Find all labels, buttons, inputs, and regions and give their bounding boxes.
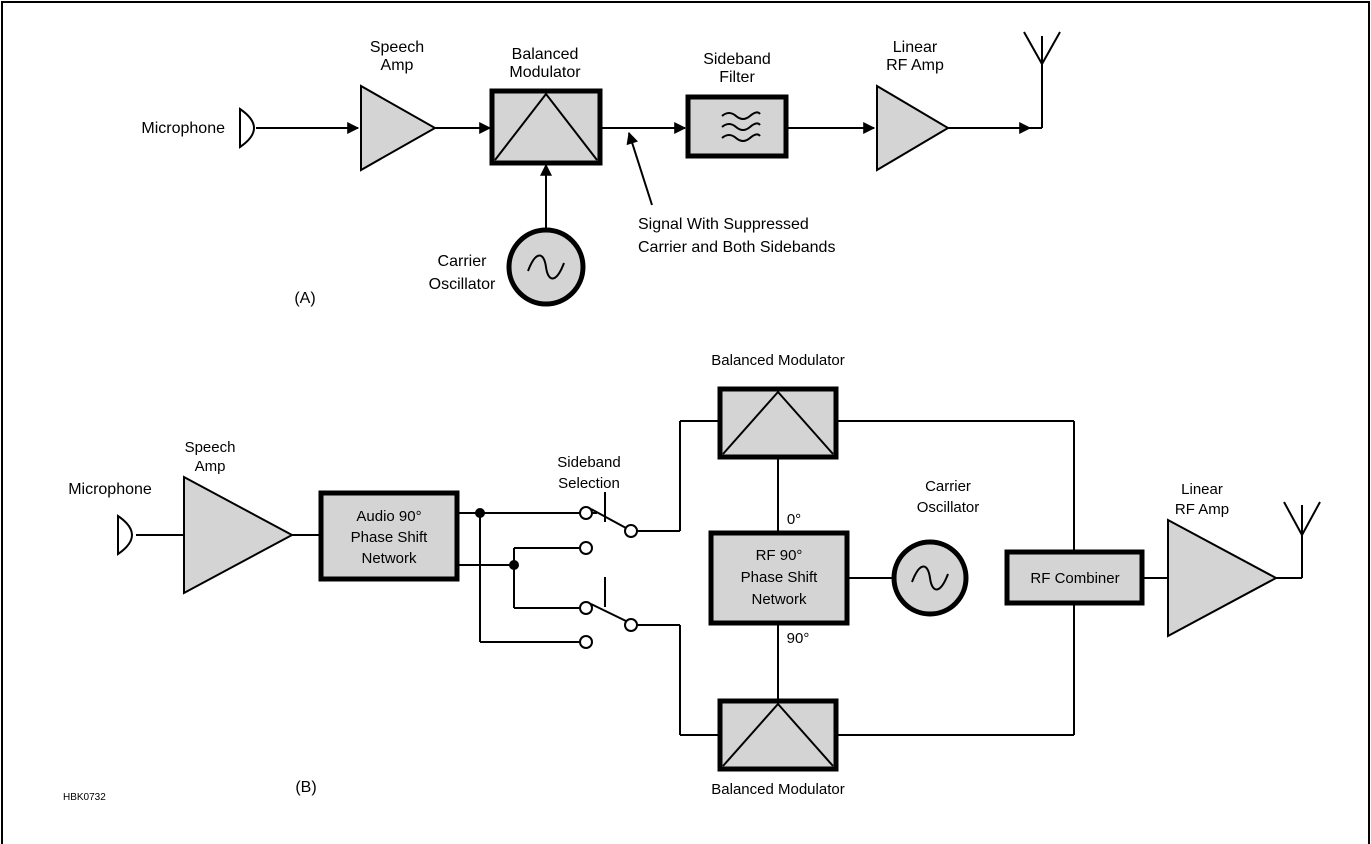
microphone-label-b: Microphone	[68, 481, 152, 498]
part-b: Microphone Speech Amp Audio 90° Phase Sh…	[63, 352, 1321, 803]
figure-id: HBK0732	[63, 792, 106, 803]
carrier-oscillator-label-a-2: Oscillator	[429, 276, 496, 293]
modulator-symbol	[722, 702, 834, 767]
sideband-selection-switch	[579, 492, 680, 649]
audio-wiring	[458, 508, 597, 643]
sideband-selection-label-2: Selection	[558, 475, 620, 492]
part-b-label: (B)	[295, 779, 316, 796]
linear-rf-amp-triangle-a	[876, 84, 950, 172]
rf-phase-label-1: RF 90°	[756, 547, 803, 564]
microphone-icon-b	[117, 514, 133, 556]
sideband-filter-label-1: Sideband	[703, 51, 771, 68]
balanced-modulator-top	[717, 386, 839, 460]
sideband-filter-label-2: Filter	[719, 69, 755, 86]
audio-phase-label-2: Phase Shift	[351, 529, 429, 546]
speech-amp-label-b-2: Amp	[195, 458, 226, 475]
speech-amp-label-a-1: Speech	[370, 39, 424, 56]
audio-phase-label-1: Audio 90°	[356, 508, 421, 525]
speech-amp-triangle-a	[360, 84, 438, 172]
signal-note-1: Signal With Suppressed	[638, 216, 809, 233]
linear-rf-amp-label-a-2: RF Amp	[886, 57, 944, 74]
antenna-icon-a	[1023, 31, 1061, 129]
linear-rf-amp-triangle-b	[1167, 518, 1279, 638]
balanced-modulator-top-label: Balanced Modulator	[711, 352, 844, 369]
balanced-modulator-label-a-1: Balanced	[512, 46, 579, 63]
modulator-symbol	[494, 92, 598, 161]
annotation-pointer	[626, 131, 653, 206]
modulator-symbol	[722, 390, 834, 455]
carrier-oscillator-label-b-1: Carrier	[925, 478, 971, 495]
rf-phase-label-2: Phase Shift	[741, 569, 819, 586]
antenna-icon-b	[1283, 501, 1321, 578]
rf-phase-label-3: Network	[751, 591, 807, 608]
phase-90-label: 90°	[787, 630, 810, 647]
audio-phase-shift-network	[318, 490, 460, 582]
speech-amp-label-a-2: Amp	[381, 57, 414, 74]
balanced-modulator-a	[489, 88, 603, 166]
microphone-label-a: Microphone	[141, 120, 225, 137]
speech-amp-label-b-1: Speech	[185, 439, 236, 456]
microphone-icon-a	[239, 107, 255, 149]
carrier-oscillator-label-a-1: Carrier	[438, 253, 488, 270]
signal-note-2: Carrier and Both Sidebands	[638, 239, 835, 256]
rf-combiner-label: RF Combiner	[1030, 570, 1119, 587]
balanced-modulator-label-a-2: Modulator	[509, 64, 581, 81]
sine-wave-icon	[527, 254, 565, 280]
sine-wave-icon	[911, 565, 949, 591]
audio-phase-label-3: Network	[361, 550, 417, 567]
sideband-selection-label-1: Sideband	[557, 454, 620, 471]
part-a-label: (A)	[294, 290, 315, 307]
filter-symbol-icon	[721, 111, 761, 142]
phase-0-label: 0°	[787, 511, 801, 528]
carrier-oscillator-label-b-2: Oscillator	[917, 499, 980, 516]
linear-rf-amp-label-a-1: Linear	[893, 39, 938, 56]
rf-combiner	[1004, 549, 1145, 606]
linear-rf-amp-label-b-2: RF Amp	[1175, 501, 1229, 518]
speech-amp-triangle-b	[183, 475, 295, 595]
linear-rf-amp-label-b-1: Linear	[1181, 481, 1223, 498]
balanced-modulator-bottom	[717, 698, 839, 772]
balanced-modulator-bottom-label: Balanced Modulator	[711, 781, 844, 798]
sideband-filter	[685, 94, 789, 159]
part-a: Microphone Speech Amp Balanced Modulator…	[141, 31, 1061, 307]
